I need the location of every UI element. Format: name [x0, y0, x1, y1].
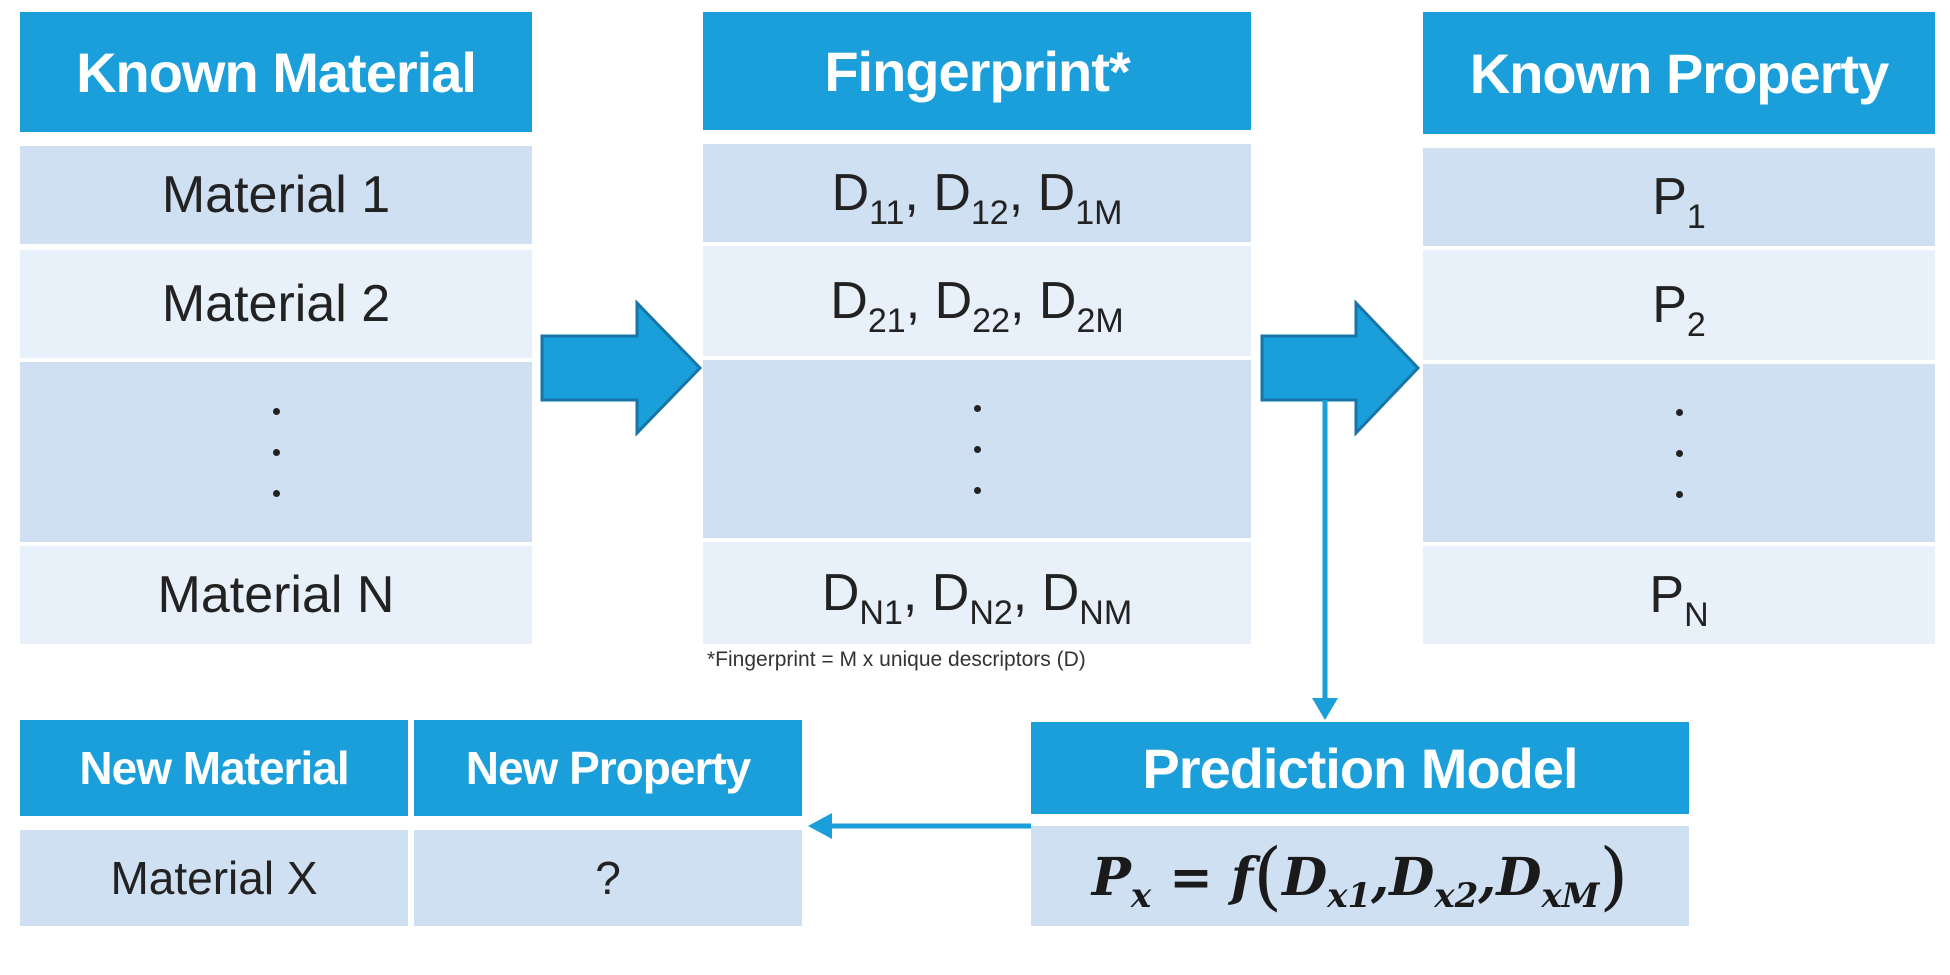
descriptor-base: D [1038, 272, 1077, 330]
prediction-model-formula-box: Px = f(Dx1,Dx2,DxM) [1031, 826, 1689, 926]
descriptor-separator: , [902, 564, 932, 622]
descriptor: D2M [1038, 271, 1124, 338]
new-property-header: New Property [414, 720, 802, 816]
ellipsis-dot [272, 489, 280, 497]
fingerprint-row-1: D11, D12, D1M [703, 144, 1251, 242]
prediction-model-header: Prediction Model [1031, 722, 1689, 814]
descriptor-base: D [1037, 164, 1076, 222]
formula-arg: Dx2 [1389, 847, 1478, 913]
descriptor-base: D [821, 564, 860, 622]
descriptor-subscript: 1M [1075, 194, 1123, 232]
descriptor: D11 [831, 163, 905, 230]
ellipsis-dot [973, 486, 981, 494]
formula-arg-separator: , [1371, 847, 1390, 908]
ellipsis-dot [973, 404, 981, 412]
descriptor-separator: , [904, 164, 934, 222]
fingerprint-header: Fingerprint* [703, 12, 1251, 130]
descriptor-base: D [933, 164, 971, 222]
formula-arg-base: D [1389, 847, 1435, 908]
descriptor: DN1 [821, 563, 903, 630]
arrow-right-icon [1260, 299, 1421, 437]
property-value: PN [1649, 565, 1708, 632]
known-property-ellipsis [1423, 364, 1935, 542]
descriptor: DN2 [931, 563, 1013, 630]
property-value-base: P [1649, 566, 1685, 624]
fingerprint-ellipsis [703, 360, 1251, 538]
ellipsis-dot [1675, 408, 1683, 416]
prediction-formula: Px = f(Dx1,Dx2,DxM) [1092, 833, 1629, 919]
descriptor: D21 [830, 271, 905, 338]
fingerprint-row-n: DN1, DN2, DNM [703, 542, 1251, 644]
arrow-left-icon [808, 813, 832, 839]
descriptor-separator: , [1012, 564, 1042, 622]
descriptor-subscript: N2 [969, 594, 1013, 632]
arrow-down-icon [1312, 698, 1338, 720]
descriptor-subscript: 22 [972, 302, 1010, 340]
formula-arg-subscript: x2 [1434, 876, 1479, 916]
formula-equals: = [1151, 847, 1231, 908]
formula-arg-base: D [1282, 847, 1328, 908]
new-material-header: New Material [20, 720, 408, 816]
known-material-row-2: Material 2 [20, 250, 532, 358]
formula-lhs: Px [1091, 847, 1151, 913]
descriptor-subscript: 2M [1076, 302, 1124, 340]
descriptor-subscript: 12 [970, 194, 1009, 232]
formula-lhs-base: P [1091, 847, 1131, 908]
descriptor-subscript: N1 [859, 594, 903, 632]
known-material-ellipsis [20, 362, 532, 542]
new-property-value: ? [414, 830, 802, 926]
descriptor-base: D [931, 564, 970, 622]
formula-arg: Dx1 [1282, 847, 1371, 913]
ellipsis-dot [272, 448, 280, 456]
known-property-row-2: P2 [1423, 250, 1935, 360]
descriptor: D1M [1037, 163, 1123, 230]
descriptor-base: D [1041, 564, 1080, 622]
property-value: P2 [1652, 275, 1706, 342]
known-material-row-n: Material N [20, 546, 532, 644]
known-property-header: Known Property [1423, 12, 1935, 134]
formula-function: f [1230, 847, 1254, 908]
formula-arg-subscript: xM [1541, 876, 1600, 916]
descriptor-separator: , [1008, 164, 1038, 222]
ellipsis-dot [1675, 490, 1683, 498]
descriptor-base: D [830, 272, 868, 330]
property-value-subscript: 1 [1686, 198, 1706, 236]
formula-lhs-subscript: x [1130, 876, 1152, 916]
arrow-right-icon [540, 299, 703, 437]
descriptor-subscript: NM [1079, 594, 1133, 632]
ellipsis-dot [1675, 449, 1683, 457]
fingerprint-row-2: D21, D22, D2M [703, 246, 1251, 356]
property-value-base: P [1652, 276, 1687, 334]
known-material-row-1: Material 1 [20, 146, 532, 244]
descriptor-separator: , [1009, 272, 1039, 330]
descriptor-subscript: 11 [869, 194, 905, 232]
property-value-base: P [1652, 168, 1687, 226]
descriptor-base: D [934, 272, 973, 330]
known-property-row-1: P1 [1423, 148, 1935, 246]
descriptor: D12 [933, 163, 1008, 230]
ellipsis-dot [973, 445, 981, 453]
formula-arg-base: D [1496, 847, 1542, 908]
property-value: P1 [1652, 167, 1706, 234]
property-value-subscript: N [1684, 596, 1709, 634]
ellipsis-dot [272, 407, 280, 415]
known-property-row-n: PN [1423, 546, 1935, 644]
descriptor: DNM [1041, 563, 1132, 630]
new-material-value: Material X [20, 830, 408, 926]
formula-arg: DxM [1496, 847, 1599, 913]
fingerprint-footnote: *Fingerprint = M x unique descriptors (D… [707, 648, 1086, 671]
descriptor: D22 [934, 271, 1010, 338]
formula-open-paren: ( [1253, 833, 1283, 919]
property-value-subscript: 2 [1686, 306, 1706, 344]
descriptor-base: D [831, 164, 870, 222]
descriptor-separator: , [905, 272, 935, 330]
descriptor-subscript: 21 [867, 302, 906, 340]
formula-close-paren: ) [1599, 833, 1629, 919]
formula-arg-separator: , [1478, 847, 1497, 908]
known-material-header: Known Material [20, 12, 532, 132]
formula-arg-subscript: x1 [1327, 876, 1372, 916]
